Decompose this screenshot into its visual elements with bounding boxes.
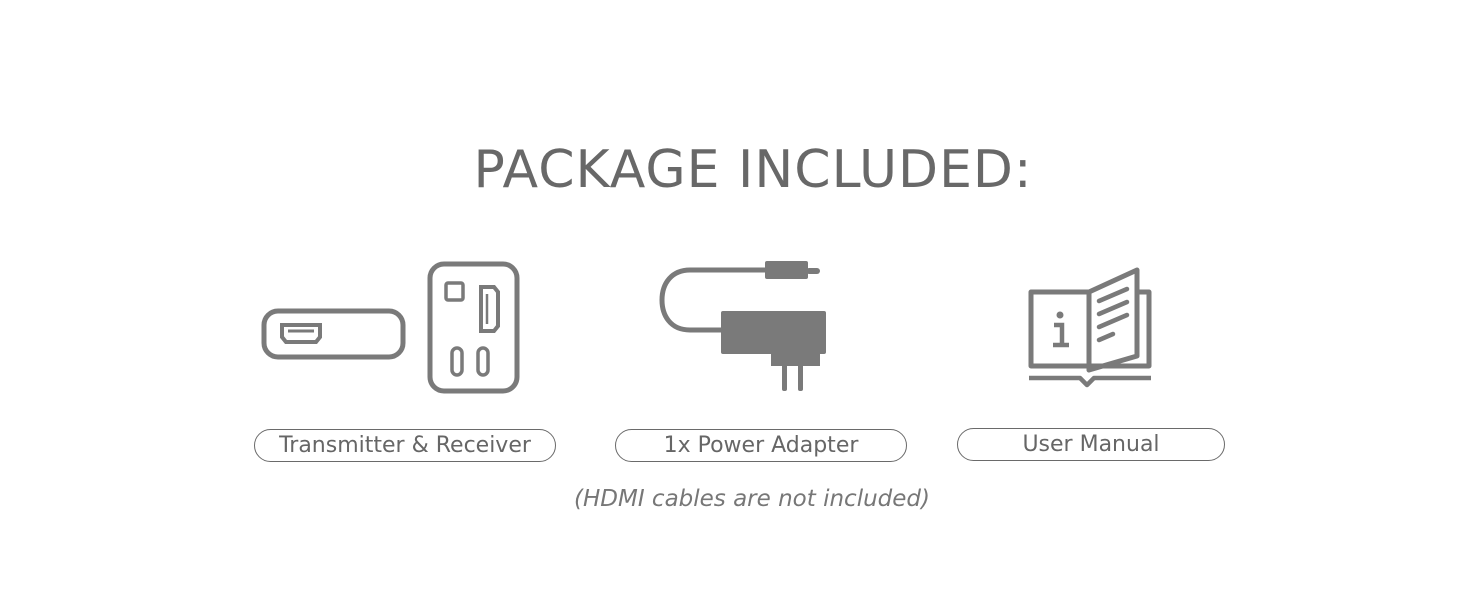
transmitter-receiver-icon bbox=[261, 261, 520, 394]
power-adapter-icon bbox=[659, 261, 826, 391]
item-label-user-manual: User Manual bbox=[957, 428, 1225, 461]
page-title: PACKAGE INCLUDED: bbox=[473, 140, 1033, 200]
user-manual-icon bbox=[1028, 267, 1152, 388]
item-label-transmitter-receiver: Transmitter & Receiver bbox=[254, 429, 556, 462]
hdmi-cable-note: (HDMI cables are not included) bbox=[574, 486, 930, 512]
item-label-power-adapter: 1x Power Adapter bbox=[615, 429, 907, 462]
